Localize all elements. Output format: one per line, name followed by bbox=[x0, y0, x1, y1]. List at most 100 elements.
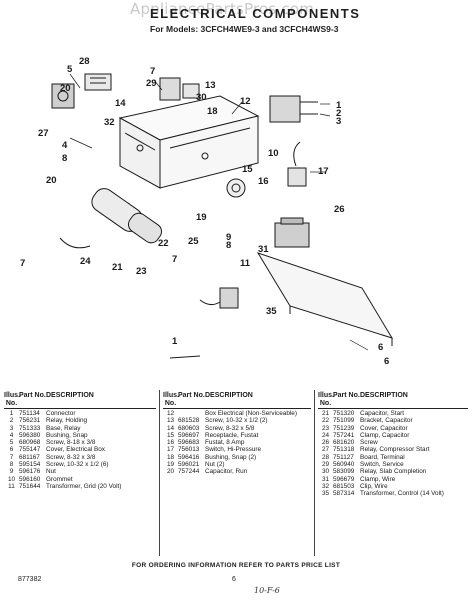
electrical-box bbox=[118, 95, 260, 189]
callout-label: 30 bbox=[196, 92, 207, 103]
part-description: Nut bbox=[46, 468, 56, 476]
page-number: 6 bbox=[232, 576, 236, 583]
illus-number: 26 bbox=[321, 439, 330, 447]
illus-number: 11 bbox=[8, 482, 15, 490]
illus-number: 1 bbox=[9, 410, 14, 417]
part-description: Clamp, Capacitor bbox=[360, 431, 410, 439]
illus-number: 27 bbox=[321, 446, 330, 454]
part-number: 595154 bbox=[19, 461, 41, 469]
header-part: Part No. bbox=[19, 392, 46, 399]
models-subtitle: For Models: 3CFCH4WE9-3 and 3CFCH4WS9-3 bbox=[150, 24, 339, 34]
illus-number: 6 bbox=[9, 446, 14, 454]
illus-number: 3 bbox=[9, 424, 14, 432]
callout-label: 26 bbox=[334, 204, 345, 215]
illus-number: 4 bbox=[9, 431, 14, 439]
part-description: Screw, 8-32 x 3/8 bbox=[46, 453, 96, 461]
part-description: Switch, Service bbox=[360, 461, 404, 469]
callout-label: 20 bbox=[60, 83, 71, 94]
callout-label: 3 bbox=[336, 116, 342, 127]
callout-label: 7 bbox=[20, 258, 26, 269]
illus-number: 19 bbox=[166, 461, 175, 469]
part-number: 681620 bbox=[333, 439, 355, 447]
part-description: Grommet bbox=[46, 475, 73, 483]
header-description: DESCRIPTION bbox=[205, 392, 253, 399]
callout-label: 18 bbox=[207, 106, 218, 117]
header-part: Part No. bbox=[333, 392, 360, 399]
table-row: 12 Box Electrical (Non-Serviceable) bbox=[163, 410, 311, 417]
exploded-parts-diagram bbox=[51, 73, 394, 359]
part-number: 680968 bbox=[19, 439, 41, 447]
grid-transformer bbox=[274, 217, 310, 248]
callout-label: 6 bbox=[378, 342, 384, 353]
illus-number: 23 bbox=[321, 424, 330, 432]
part-description: Screw bbox=[360, 439, 378, 447]
callout-label: 16 bbox=[258, 176, 269, 187]
part-number: 596416 bbox=[178, 453, 200, 461]
part-description: Receptacle, Fustat bbox=[205, 431, 259, 439]
callout-label: 8 bbox=[226, 240, 232, 251]
part-description: Relay, Compressor Start bbox=[360, 446, 430, 454]
callout-label: 21 bbox=[112, 262, 123, 273]
callout-label: 35 bbox=[266, 306, 277, 317]
callout-label: 19 bbox=[196, 212, 207, 223]
illus-number: 7 bbox=[9, 453, 14, 461]
part-description: Bracket, Capacitor bbox=[360, 417, 413, 425]
callout-label: 32 bbox=[104, 117, 115, 128]
illus-number: 32 bbox=[321, 482, 330, 490]
illus-number: 8 bbox=[9, 461, 14, 469]
illus-number: 31 bbox=[321, 475, 330, 483]
illus-number: 13 bbox=[166, 417, 175, 425]
part-description: Box Electrical (Non-Serviceable) bbox=[205, 410, 297, 417]
part-number: 756231 bbox=[19, 417, 41, 425]
part-number: 596683 bbox=[178, 439, 200, 447]
start-capacitor bbox=[127, 212, 163, 244]
callout-label: 23 bbox=[136, 266, 147, 277]
part-description: Base, Relay bbox=[46, 424, 81, 432]
column-divider bbox=[314, 390, 315, 556]
illus-number: 12 bbox=[166, 410, 175, 417]
illus-number: 18 bbox=[166, 453, 175, 461]
callout-label: 2 bbox=[336, 108, 342, 119]
part-number: 757241 bbox=[333, 431, 355, 439]
part-description: Bushing, Snap (2) bbox=[205, 453, 257, 461]
callout-label: 7 bbox=[172, 254, 178, 265]
illus-number: 14 bbox=[166, 424, 175, 432]
part-description: Screw, 8-32 x 5/8 bbox=[205, 424, 255, 432]
callout-label: 1 bbox=[336, 100, 342, 111]
part-description: Transformer, Grid (20 Volt) bbox=[46, 482, 122, 490]
illus-number: 10 bbox=[7, 475, 16, 483]
illus-number: 35 bbox=[321, 490, 330, 498]
holding-relay bbox=[269, 95, 318, 123]
part-description: Relay, Holding bbox=[46, 417, 88, 425]
callout-label: 11 bbox=[240, 258, 251, 269]
illus-number: 16 bbox=[166, 439, 175, 447]
header-part: Part No. bbox=[178, 392, 205, 399]
part-number: 596679 bbox=[333, 475, 355, 483]
callout-label: 13 bbox=[205, 80, 216, 91]
part-number: 751318 bbox=[333, 446, 355, 454]
service-switch bbox=[159, 77, 200, 101]
callout-label: 8 bbox=[62, 153, 68, 164]
part-description: Transformer, Control (14 Volt) bbox=[360, 490, 444, 498]
callout-label: 9 bbox=[226, 232, 232, 243]
hi-pressure-switch bbox=[287, 141, 307, 187]
